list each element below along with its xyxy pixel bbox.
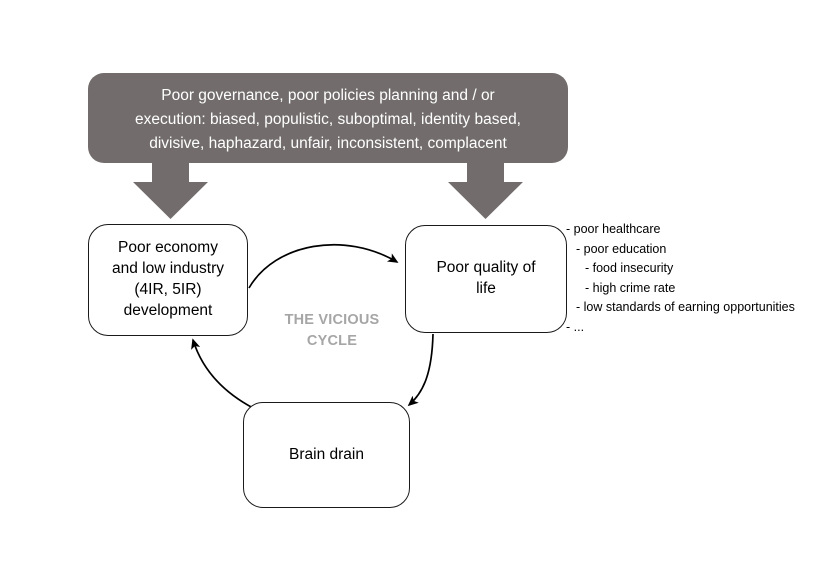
list-item: - food insecurity	[585, 261, 674, 276]
block-arrow-banner-to-quality	[448, 163, 523, 219]
node-brain-drain-label: Brain drain	[289, 445, 364, 463]
block-arrow-banner-to-economy	[133, 163, 208, 219]
node-brain-drain: Brain drain	[243, 402, 410, 508]
node-poor-quality-of-life-label: Poor quality of life	[436, 259, 536, 297]
banner-poor-governance: Poor governance, poor policies planning …	[88, 73, 568, 163]
curved-arrow-economy-to-quality	[248, 243, 399, 289]
list-item: - ...	[566, 319, 585, 334]
list-item: - low standards of earning opportunities	[576, 300, 795, 315]
list-item: - poor healthcare	[566, 222, 661, 236]
curved-arrow-quality-to-brain	[407, 333, 434, 407]
curved-arrow-brain-to-economy	[191, 338, 254, 409]
node-poor-quality-of-life: Poor quality of life	[405, 225, 567, 333]
quality-of-life-bullet-list: - poor healthcare - poor education - foo…	[566, 220, 834, 338]
node-poor-economy-label: Poor economy and low industry (4IR, 5IR)…	[111, 239, 224, 319]
node-poor-economy: Poor economy and low industry (4IR, 5IR)…	[88, 224, 248, 336]
list-item: - poor education	[576, 241, 667, 256]
vicious-cycle-caption: THE VICIOUS CYCLE	[284, 312, 380, 350]
banner-text: Poor governance, poor policies planning …	[134, 86, 521, 152]
list-item: - high crime rate	[585, 280, 676, 295]
